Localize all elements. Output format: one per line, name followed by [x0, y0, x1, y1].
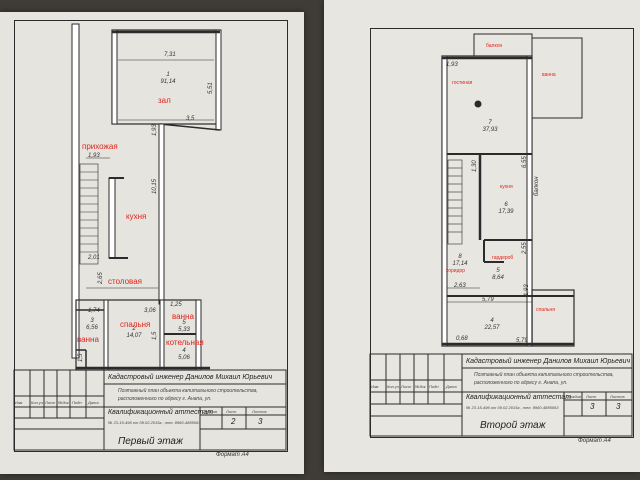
label-kitchen: кухня — [500, 184, 513, 190]
col-doc: №док — [415, 384, 426, 389]
stamp-sheet-head: Лист — [586, 394, 597, 399]
sheet-format: Формат А4 — [216, 452, 249, 458]
col-kolvo: Кол.уч — [387, 384, 399, 389]
label-entrance-hall: прихожая — [82, 142, 118, 151]
floor-plan-sheet-first-floor: зал прихожая кухня столовая спальня ванн… — [0, 12, 304, 474]
dim-left-x: 2,63 — [454, 283, 466, 289]
dim-kitchen-width: 2,01 — [88, 255, 100, 261]
stamp-attestat: Квалификационный аттестат — [466, 394, 572, 401]
label-bathroom-left: ванна — [77, 335, 99, 344]
stamp-description-line2: расположенного по адресу г. Анапа, ул. — [118, 396, 212, 402]
label-dining-room: столовая — [108, 277, 142, 286]
label-living-room: гостиная — [452, 80, 473, 86]
stamp-sheet-value: 2 — [231, 417, 236, 426]
first-floor-plan-drawing — [13, 23, 287, 451]
stamp-description-line1: Поэтажный план объекта капитального стро… — [474, 372, 614, 378]
stamp-floor-title: Первый этаж — [118, 436, 183, 447]
col-kolvo: Кол.уч — [31, 400, 43, 405]
label-kitchen: кухня — [126, 212, 147, 221]
stamp-attestat-number: № 23-15-496 от 09.02.2015г., тел. 8960-4… — [466, 405, 559, 410]
dim-width-bottom-2: 5,79 — [516, 338, 528, 344]
floor-plan-sheet-second-floor: балкон гостиная ванна кухня коридор гард… — [324, 0, 640, 472]
dim-hall-bottom: 3,5 — [186, 116, 195, 122]
stamp-description-line1: Поэтажный план объекта капитального стро… — [118, 388, 258, 394]
col-podp: Подп — [72, 400, 82, 405]
label-wardrobe: гардероб — [492, 255, 514, 261]
dim-width-bottom: 5,79 — [482, 297, 494, 303]
label-small-bedroom: спальня — [536, 307, 555, 313]
dim-mid-c: 2,55 — [522, 242, 528, 254]
stamp-sheets-value: 3 — [616, 402, 621, 411]
dim-bedroom-width: 3,06 — [144, 308, 156, 314]
dim-small-b: 1,5 — [78, 353, 84, 362]
dim-mid-b: 6,55 — [522, 156, 528, 168]
dim-mid-a: 1,30 — [472, 160, 478, 172]
dim-corner: 0,68 — [456, 336, 468, 342]
label-corridor: коридор — [446, 268, 466, 274]
stamp-stage-head: Стадия — [202, 409, 217, 414]
stamp-attestat-number: № 23-15-496 от 09.02.2015г., тел. 8960-4… — [108, 420, 201, 425]
dim-hall-step: 1,93 — [152, 124, 158, 136]
stamp-attestat: Квалификационный аттестат — [108, 409, 214, 416]
dim-left-y: 1,93 — [524, 284, 530, 296]
stamp-floor-title: Второй этаж — [480, 420, 546, 431]
label-bedroom: спальня — [120, 320, 151, 329]
stamp-description-line2: расположенного по адресу г. Анапа, ул. — [474, 380, 568, 386]
col-podp: Подп — [429, 384, 439, 389]
dim-entrance: 1,93 — [88, 153, 100, 159]
drawing-frame — [14, 20, 288, 452]
stamp-engineer: Кадастровый инженер Данилов Михаил Юрьев… — [108, 374, 273, 381]
dim-hall-right: 5,51 — [208, 82, 214, 94]
label-hall: зал — [158, 96, 171, 105]
col-list: Лист — [401, 384, 412, 389]
label-boiler-room: котельная — [166, 338, 204, 347]
dim-small-c: 1,25 — [170, 302, 182, 308]
drawing-frame — [370, 28, 634, 438]
label-bathroom-right: ванна — [172, 312, 194, 321]
stamp-sheets-head: Листов — [610, 394, 625, 399]
stamp-sheets-value: 3 — [258, 417, 263, 426]
dim-kitchen-height: 10,15 — [152, 178, 158, 194]
label-balcony-top: балкон — [486, 43, 503, 49]
stamp-stage-head: Стадия — [566, 394, 581, 399]
col-data: Дата — [446, 384, 457, 389]
col-izm: Изм — [371, 384, 379, 389]
sheet-format: Формат А4 — [578, 438, 611, 444]
dim-stair: 2,65 — [98, 272, 104, 284]
dim-small-d: 1,5 — [152, 331, 158, 340]
stamp-sheet-head: Лист — [226, 409, 237, 414]
col-list: Лист — [45, 400, 56, 405]
label-side-bath: ванна — [542, 72, 556, 78]
col-izm: Изм — [15, 400, 23, 405]
stamp-sheet-value: 3 — [590, 402, 595, 411]
col-data: Дата — [88, 400, 99, 405]
stamp-engineer: Кадастровый инженер Данилов Михаил Юрьев… — [466, 358, 631, 365]
dim-top: 7,31 — [164, 52, 176, 58]
col-doc: №док — [58, 400, 69, 405]
second-floor-plan-drawing — [369, 33, 633, 437]
label-balcony-side: балкон — [534, 176, 540, 197]
stamp-sheets-head: Листов — [252, 409, 267, 414]
dim-small-a: 1,74 — [88, 308, 100, 314]
dim-top-left: 1,93 — [446, 62, 458, 68]
